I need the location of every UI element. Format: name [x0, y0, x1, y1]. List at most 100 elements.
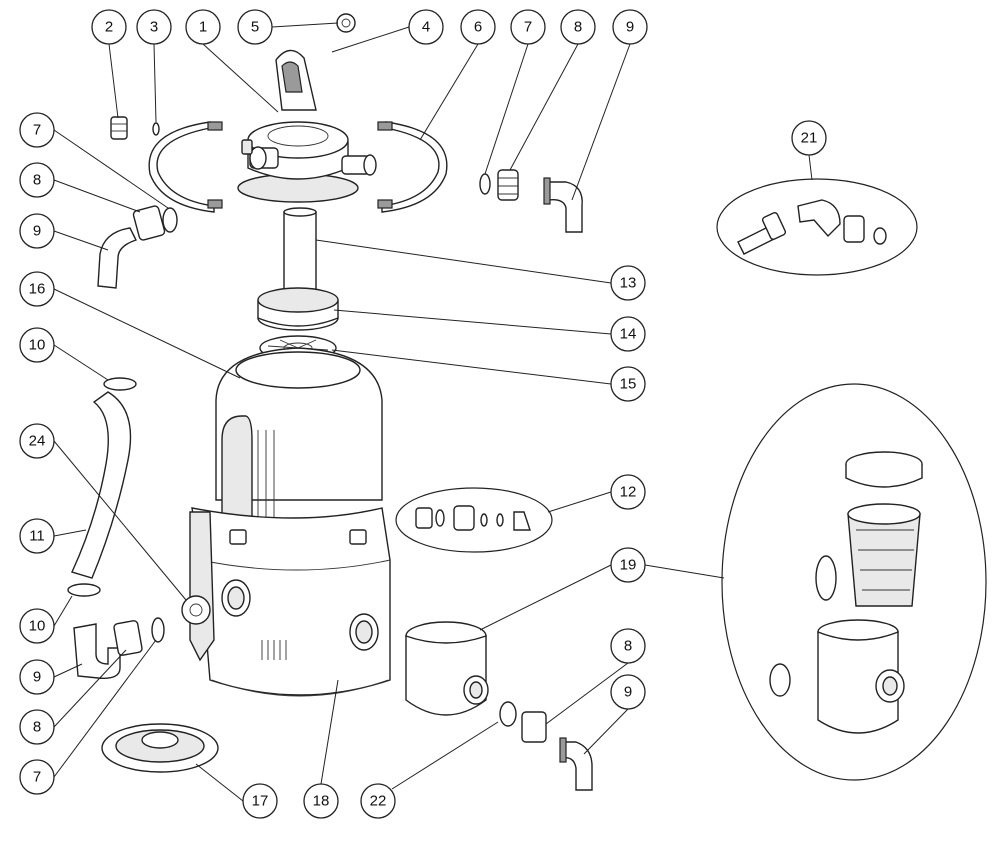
leader-9-top	[571, 43, 631, 201]
callout-label: 21	[801, 130, 818, 147]
callout-12: 12	[610, 474, 646, 510]
callout-22: 22	[360, 783, 396, 819]
callout-7-top: 7	[510, 9, 546, 45]
leader-8-left	[53, 179, 141, 213]
stand-pipe	[283, 207, 317, 303]
callout-16: 16	[19, 271, 55, 307]
callout-label: 18	[313, 793, 330, 810]
leader-12	[547, 491, 612, 513]
multiport-valve	[237, 49, 377, 203]
leader-8-bottom-left	[53, 649, 127, 728]
callout-label: 12	[620, 484, 637, 501]
callout-19: 19	[610, 547, 646, 583]
callout-9-left: 9	[19, 213, 55, 249]
leader-16	[53, 288, 241, 379]
callout-9-bottom-right: 9	[610, 674, 646, 710]
callout-label: 8	[574, 19, 582, 36]
callout-9-bottom-left: 9	[19, 659, 55, 695]
callout-label: 16	[29, 281, 46, 298]
leader-5	[271, 22, 339, 28]
inset-strainer-exploded	[721, 383, 987, 781]
callout-label: 15	[620, 376, 637, 393]
leader-7-bottom-left	[53, 639, 157, 778]
callout-label: 7	[33, 122, 41, 139]
hose-fittings-left-mid	[97, 205, 178, 289]
base-tray	[101, 723, 219, 773]
leader-1	[202, 43, 279, 113]
callout-label: 5	[251, 19, 259, 36]
leader-6	[419, 43, 479, 141]
leader-14	[333, 309, 612, 335]
callout-7-left: 7	[19, 112, 55, 148]
leader-9-bottom-left	[53, 663, 83, 678]
o-ring-small	[152, 122, 160, 136]
callout-1: 1	[185, 9, 221, 45]
callout-label: 7	[524, 19, 532, 36]
callout-label: 11	[29, 528, 45, 545]
callout-8-bottom-left: 8	[19, 709, 55, 745]
callout-8-left: 8	[19, 162, 55, 198]
tank-base	[189, 507, 391, 697]
leader-10-bottom	[53, 595, 73, 627]
leader-4	[331, 26, 410, 53]
callout-14: 14	[610, 316, 646, 352]
callout-label: 14	[620, 326, 637, 343]
inset-gauge-assembly	[395, 487, 553, 553]
callout-11: 11	[19, 518, 55, 554]
callout-label: 4	[422, 19, 430, 36]
leader-21	[808, 154, 813, 181]
leader-8-top	[509, 43, 579, 171]
leader-10-top	[53, 344, 109, 381]
callout-18: 18	[303, 783, 339, 819]
callout-bubbles: 1 2 3 5 4 6 7 8 9 7 8 9 16 10 24 11 10 9…	[19, 9, 827, 819]
callout-label: 6	[474, 19, 482, 36]
callout-6: 6	[460, 9, 496, 45]
callout-10-bottom: 10	[19, 608, 55, 644]
pressure-gauge	[336, 13, 356, 33]
callout-5: 5	[237, 9, 273, 45]
callout-label: 8	[624, 638, 632, 655]
callout-label: 24	[29, 433, 46, 450]
callout-15: 15	[610, 366, 646, 402]
callout-label: 8	[33, 719, 41, 736]
callout-10-top: 10	[19, 327, 55, 363]
drain-plug	[181, 595, 211, 625]
callout-24: 24	[19, 423, 55, 459]
callout-7-bottom-left: 7	[19, 759, 55, 795]
leader-lines	[53, 22, 813, 802]
leader-7-top	[484, 43, 529, 175]
callout-label: 3	[150, 19, 158, 36]
callout-8-top: 8	[560, 9, 596, 45]
callout-label: 17	[252, 793, 269, 810]
leader-2	[108, 43, 119, 119]
callout-4: 4	[408, 9, 444, 45]
callout-label: 9	[626, 19, 634, 36]
callout-label: 10	[29, 618, 46, 635]
hose-fittings-right-top	[479, 169, 583, 233]
callout-8-bottom-right: 8	[610, 628, 646, 664]
callout-label: 13	[620, 275, 637, 292]
callout-label: 19	[620, 557, 637, 574]
callout-label: 2	[105, 19, 113, 36]
leader-17	[195, 763, 244, 802]
callout-label: 9	[33, 669, 41, 686]
inset-connector-assembly	[716, 178, 918, 276]
callout-label: 8	[33, 172, 41, 189]
leader-15	[331, 349, 612, 385]
callout-label: 10	[29, 337, 46, 354]
leader-22	[391, 721, 499, 790]
tank-lid-ring	[257, 287, 339, 331]
hose-fittings-right-bottom	[499, 701, 593, 791]
callout-9-top: 9	[612, 9, 648, 45]
strainer-pot	[405, 621, 489, 716]
drain-plug-small	[110, 116, 128, 140]
leader-19-inset	[644, 564, 725, 579]
callout-label: 1	[199, 19, 207, 36]
filter-tank	[215, 347, 383, 521]
callout-label: 9	[624, 684, 632, 701]
leader-13	[315, 239, 612, 284]
leader-18	[320, 679, 339, 785]
callout-2: 2	[91, 9, 127, 45]
callout-label: 9	[33, 223, 41, 240]
